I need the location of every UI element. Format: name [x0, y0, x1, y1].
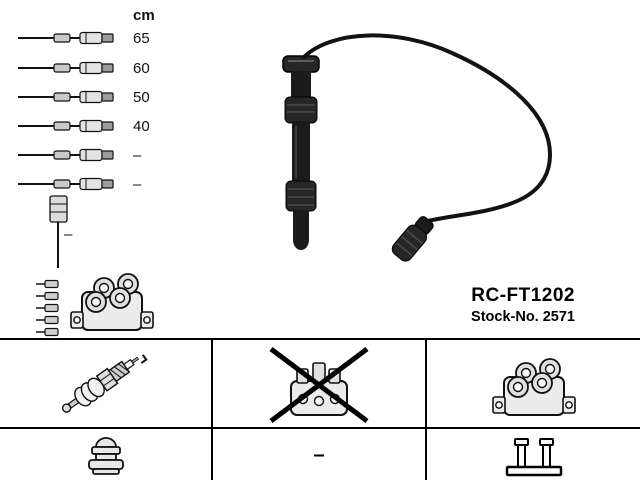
application-grid: – [0, 338, 640, 480]
unit-header: cm [133, 7, 155, 24]
cross-out-x-icon [269, 346, 369, 423]
grid-cell-ignition-coil [427, 340, 640, 429]
terminal-set-illustration [35, 279, 59, 337]
coil-lead-illustration [49, 195, 68, 268]
plug-cap-icon [87, 436, 124, 475]
grid-cell-not-applicable: – [213, 429, 427, 480]
grid-cell-spark-plug [0, 340, 213, 429]
grid-cell-distributor-cap [213, 340, 427, 429]
wire-holder-icon [505, 437, 562, 476]
ignition-coil-illustration [70, 273, 154, 331]
distributor-cap-crossed-out-icon [269, 346, 369, 423]
ignition-wire-illustration [302, 33, 553, 223]
cable-length-label: 60 [133, 60, 150, 77]
cable-set-illustration [17, 31, 114, 191]
cable-length-label: – [133, 147, 142, 164]
ignition-coil-icon [491, 357, 576, 416]
elbow-boot-illustration [391, 216, 434, 262]
grid-cell-wire-holder [427, 429, 640, 480]
product-code: RC-FT1202 [471, 285, 575, 306]
spark-plug-icon [56, 345, 150, 420]
not-applicable-dash: – [313, 444, 325, 466]
plug-boot-illustration [282, 55, 320, 250]
cable-length-label: 50 [133, 89, 150, 106]
stock-number: Stock-No. 2571 [471, 309, 575, 325]
grid-cell-plug-cap [0, 429, 213, 480]
cable-length-label: 40 [133, 118, 150, 135]
cable-length-label: – [133, 176, 142, 193]
coil-lead-length-label: – [64, 226, 73, 243]
cable-length-label: 65 [133, 30, 150, 47]
